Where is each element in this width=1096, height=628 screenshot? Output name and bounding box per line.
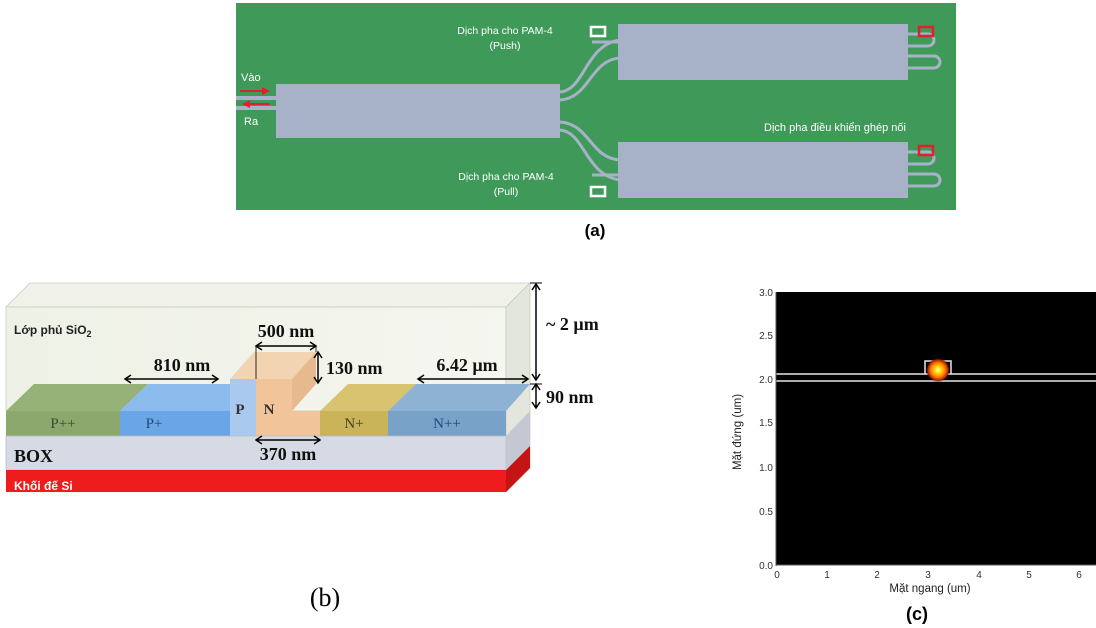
- panel-a: Vào Ra Dịch pha cho PAM-4 (Push) Dịch ph…: [236, 3, 956, 240]
- slab-top-p: [120, 384, 258, 411]
- upper-phase-block: [618, 24, 908, 80]
- coupling-pad-top: [917, 25, 935, 38]
- caption-a: (a): [585, 221, 606, 240]
- axis-ticks: [775, 292, 1096, 566]
- region-n-plus-plus: [388, 411, 506, 436]
- coupling-label: Dịch pha điều khiển ghép nối: [764, 122, 906, 134]
- region-n-plus: [320, 411, 388, 436]
- y-tick-3: 1.5: [759, 418, 773, 429]
- y-tick-2: 1.0: [759, 463, 773, 474]
- label-p: P: [235, 402, 244, 418]
- pull-label-line2: (Pull): [494, 186, 519, 198]
- coupling-pad-bottom: [917, 144, 935, 157]
- x-tick-2: 2: [874, 570, 880, 581]
- s-bend-waveguides: [559, 38, 622, 182]
- dim-810: 810 nm: [154, 355, 211, 375]
- dim-90: 90 nm: [546, 387, 594, 407]
- y-axis-label: Mặt đứng (um): [732, 394, 744, 470]
- push-pad: [589, 25, 607, 38]
- dim-500: 500 nm: [258, 321, 315, 341]
- y-tick-4: 2.0: [759, 375, 773, 386]
- cladding-top-face: [5, 282, 531, 308]
- region-n-slab: [292, 411, 320, 436]
- y-tick-0: 0.0: [759, 561, 773, 572]
- x-tick-0: 0: [774, 570, 780, 581]
- mode-plot-area: [776, 292, 1096, 565]
- dim-130: 130 nm: [326, 358, 383, 378]
- panel-c: 0 1 2 3 4 5 6 0.0 0.5 1.0 1.5 2.0 2.5 3.…: [732, 288, 1096, 624]
- cladding-label: Lớp phủ SiO2: [14, 323, 92, 339]
- substrate-layer: [6, 470, 506, 492]
- x-tick-3: 3: [925, 570, 931, 581]
- label-p-plus-plus: P++: [50, 416, 75, 432]
- io-waveguides: [236, 96, 278, 110]
- exit-loops: [906, 32, 942, 188]
- substrate-side-face: [506, 446, 530, 492]
- input-arrow-icon: [240, 87, 270, 95]
- pull-label-line1: Dịch pha cho PAM-4: [458, 171, 554, 183]
- x-tick-labels: 0 1 2 3 4 5 6: [774, 570, 1082, 581]
- box-label: BOX: [14, 446, 53, 466]
- x-axis-label: Mặt ngang (um): [889, 583, 970, 595]
- region-p-core-slab: [230, 379, 256, 436]
- output-label: Ra: [244, 116, 259, 128]
- label-n-plus: N+: [344, 416, 363, 432]
- y-tick-6: 3.0: [759, 288, 773, 299]
- rib-side-face: [292, 352, 316, 411]
- label-n: N: [264, 402, 275, 418]
- region-p-plus-plus: [6, 411, 120, 436]
- push-label-line2: (Push): [490, 40, 521, 52]
- input-label: Vào: [241, 72, 261, 84]
- lower-phase-block: [618, 142, 908, 198]
- y-tick-labels: 0.0 0.5 1.0 1.5 2.0 2.5 3.0: [759, 288, 773, 572]
- x-tick-5: 5: [1026, 570, 1032, 581]
- y-tick-1: 0.5: [759, 507, 773, 518]
- dim-642: 6.42 µm: [436, 355, 497, 375]
- substrate-label: Khối đế Si: [14, 479, 73, 493]
- dim-2um: ~ 2 µm: [546, 314, 599, 334]
- panel-b: P++ P+ P N N+ N++ BOX Khối đế Si Lớp phủ…: [5, 282, 599, 612]
- caption-b: (b): [310, 583, 340, 612]
- optical-mode-spot: [926, 358, 950, 382]
- region-p-plus: [120, 411, 230, 436]
- x-tick-1: 1: [824, 570, 830, 581]
- region-n-core: [256, 379, 292, 436]
- dim-370: 370 nm: [260, 444, 317, 464]
- slab-top-pp: [6, 384, 148, 411]
- dimension-arrows: [123, 282, 542, 445]
- mmi-block: [276, 84, 560, 138]
- box-side-face: [506, 411, 530, 470]
- push-label-line1: Dịch pha cho PAM-4: [457, 25, 553, 37]
- x-tick-4: 4: [976, 570, 982, 581]
- cladding-label-subscript: 2: [87, 329, 92, 339]
- label-n-plus-plus: N++: [433, 416, 461, 432]
- output-arrow-icon: [242, 100, 270, 108]
- cladding-label-main: Lớp phủ SiO: [14, 323, 87, 337]
- y-tick-5: 2.5: [759, 331, 773, 342]
- slab-top-npp: [388, 384, 530, 411]
- caption-c: (c): [906, 604, 928, 624]
- slab-top-np: [320, 384, 416, 411]
- x-tick-6: 6: [1076, 570, 1082, 581]
- box-layer: [5, 435, 507, 471]
- label-p-plus: P+: [146, 416, 163, 432]
- pull-pad: [589, 185, 607, 198]
- rib-top-face: [230, 352, 316, 379]
